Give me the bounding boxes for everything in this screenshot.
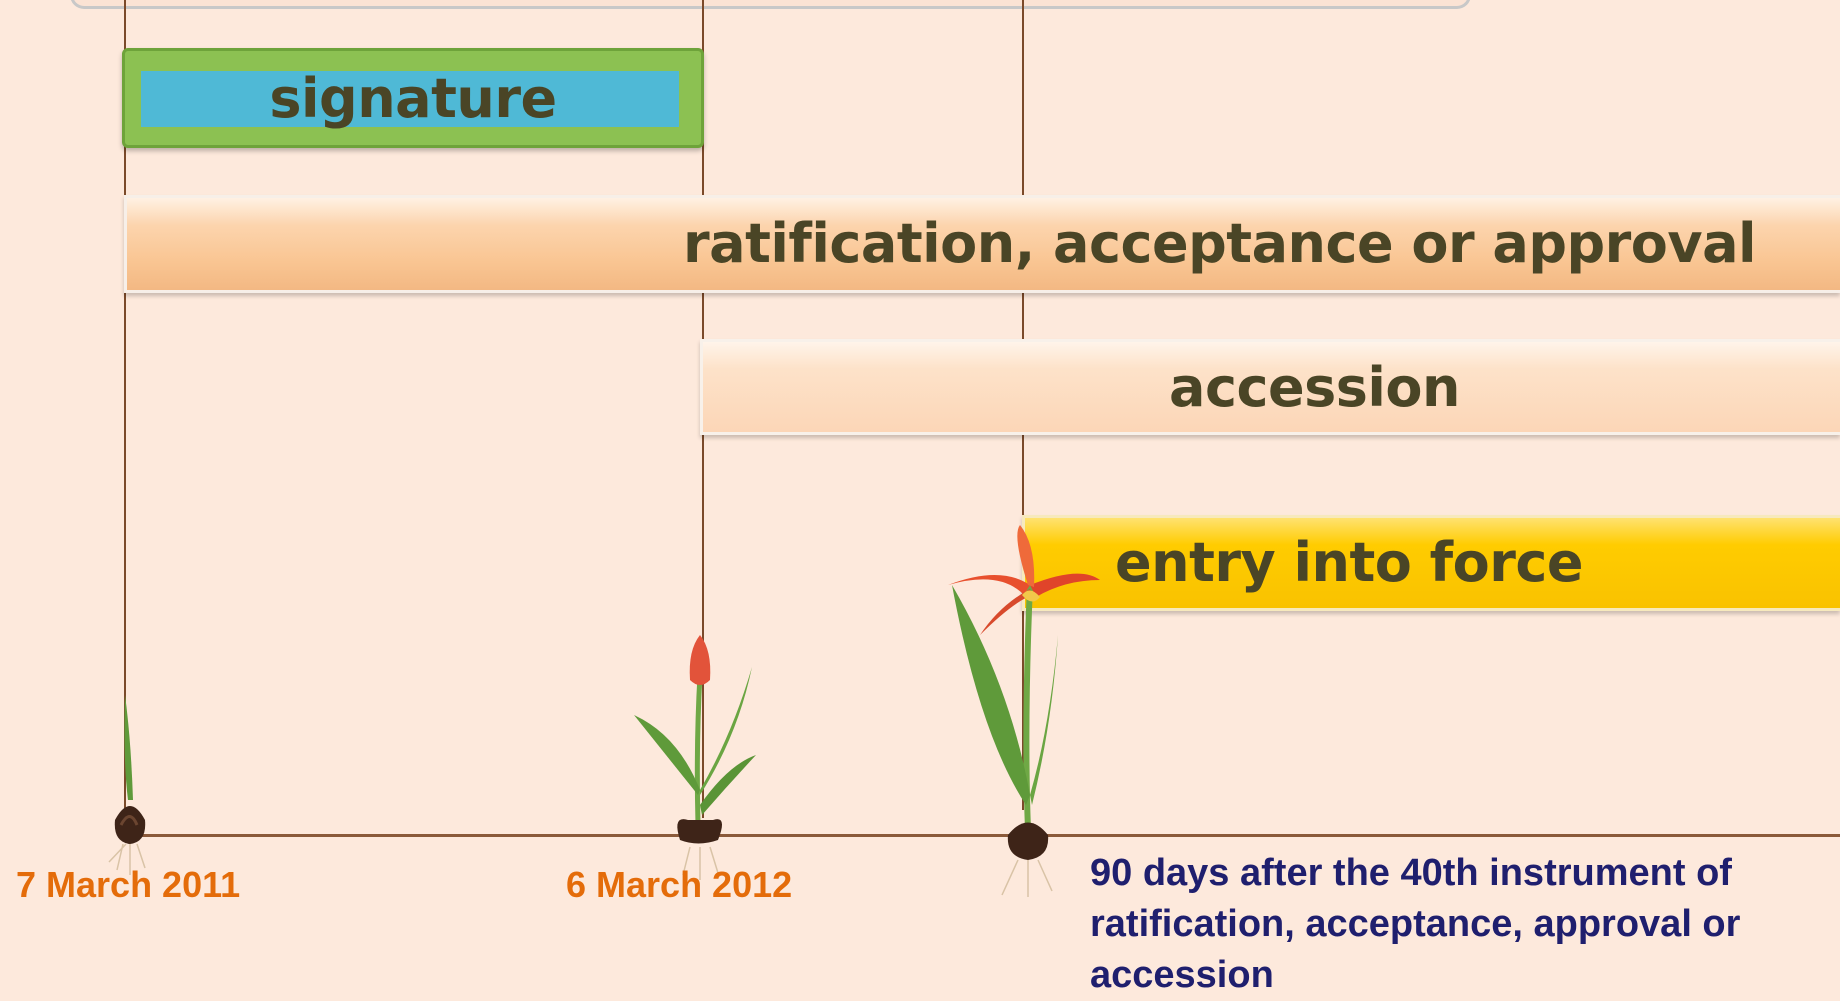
timeline-marker-2011: [124, 0, 126, 830]
signature-bar-fill: [141, 71, 679, 127]
date-2011: 7 March 2011: [16, 864, 241, 905]
signature-label: signature: [269, 66, 557, 130]
tulip-bulb-sprout-icon: [108, 695, 146, 875]
tulip-bloom-icon: [948, 525, 1100, 897]
timeline-axis: [130, 834, 1840, 837]
ratification-bar: ratification, acceptance or approval: [124, 195, 1840, 293]
entry-into-force-label: entry into force: [1115, 531, 1584, 594]
ratification-label: ratification, acceptance or approval: [683, 212, 1757, 275]
entry-into-force-note: 90 days after the 40th instrument of rat…: [1090, 852, 1741, 996]
accession-bar: accession: [700, 339, 1840, 435]
signature-bar: signature: [122, 48, 704, 148]
date-2012: 6 March 2012: [566, 864, 793, 905]
accession-label: accession: [1169, 356, 1460, 419]
tulip-bud-icon: [634, 635, 756, 880]
entry-into-force-bar: entry into force: [1022, 515, 1840, 611]
top-frame-edge: [70, 0, 1471, 9]
